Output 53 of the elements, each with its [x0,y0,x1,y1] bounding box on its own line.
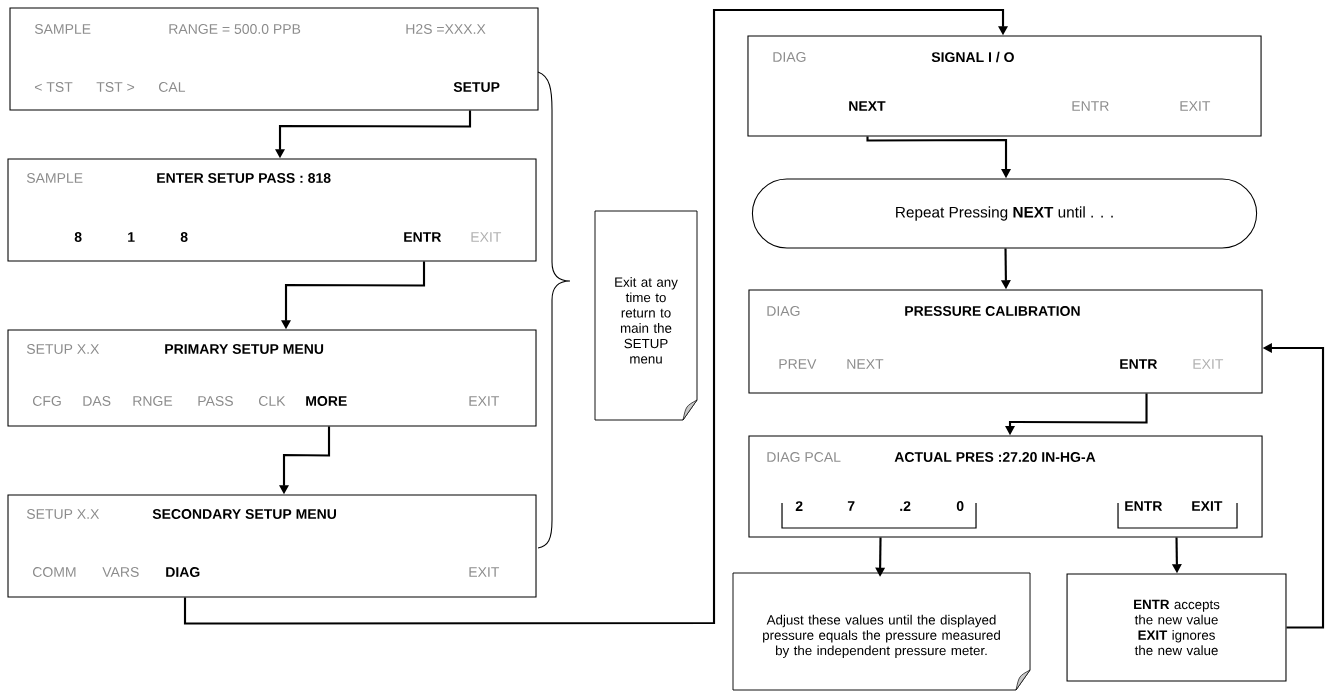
key-label: ENTR [404,232,442,242]
display-text: SIGNAL I / O [931,51,1014,63]
display-text: SAMPLE [26,173,83,183]
key-label: COMM [33,567,76,577]
key-label: ENTR [1120,359,1158,369]
key-label: DAS [83,396,111,406]
key-label: NEXT [847,359,884,369]
key-label: < TST [34,82,73,92]
key-label: CLK [259,396,286,406]
note-box: Adjust these values until the displayed pressure equals the pressure measured by the independent pressure meter. [732,572,1031,691]
key-label: PREV [779,359,817,369]
display-text: SETUP X.X [26,344,100,354]
key-label: 7 [847,501,855,511]
key-label: MORE [306,396,347,406]
key-label: ENTR [1072,101,1109,111]
key-label: .2 [900,501,911,511]
display-text: DIAG PCAL [767,452,841,462]
display-text: PRESSURE CALIBRATION [905,306,1080,316]
key-label: RNGE [133,396,173,406]
rounded-box: Repeat Pressing NEXT until . . . [751,178,1258,249]
display-text: SAMPLE [34,24,91,34]
display-text: ACTUAL PRES :27.20 IN-HG-A [894,452,1096,462]
key-label: EXIT [469,396,500,406]
display-text: SECONDARY SETUP MENU [152,509,336,519]
key-label: CFG [33,396,61,406]
key-label: ENTR [1125,501,1163,511]
key-label: TST > [96,82,135,92]
key-label: EXIT [1180,101,1211,111]
key-label: 8 [74,232,82,242]
key-label: EXIT [469,567,500,577]
display-text: PRIMARY SETUP MENU [165,344,324,354]
key-label: PASS [198,396,233,406]
key-label: 8 [180,232,188,242]
display-text: DIAG [773,52,806,62]
display-text: SETUP X.X [26,509,100,519]
key-label: EXIT [1193,359,1224,369]
display-text: DIAG [767,306,800,316]
display-text: H2S =XXX.X [406,24,486,34]
arrow [183,8,1008,625]
key-label: NEXT [849,101,886,111]
key-label: VARS [102,567,139,577]
display-text: RANGE = 500.0 PPB [169,24,301,34]
key-label: SETUP [453,82,500,92]
note-box: ENTR accepts the new value EXIT ignores the new value [1066,573,1287,682]
key-label: DIAG [166,567,200,577]
key-label: 1 [128,232,135,242]
note-box: Exit at any time to return to main the SETUP menu [594,210,698,421]
key-label: EXIT [1192,501,1223,511]
key-label: EXIT [471,232,502,242]
display-text: ENTER SETUP PASS : 818 [157,173,331,183]
key-label: 2 [795,501,803,511]
key-label: 0 [956,501,964,511]
key-label: CAL [159,82,186,92]
